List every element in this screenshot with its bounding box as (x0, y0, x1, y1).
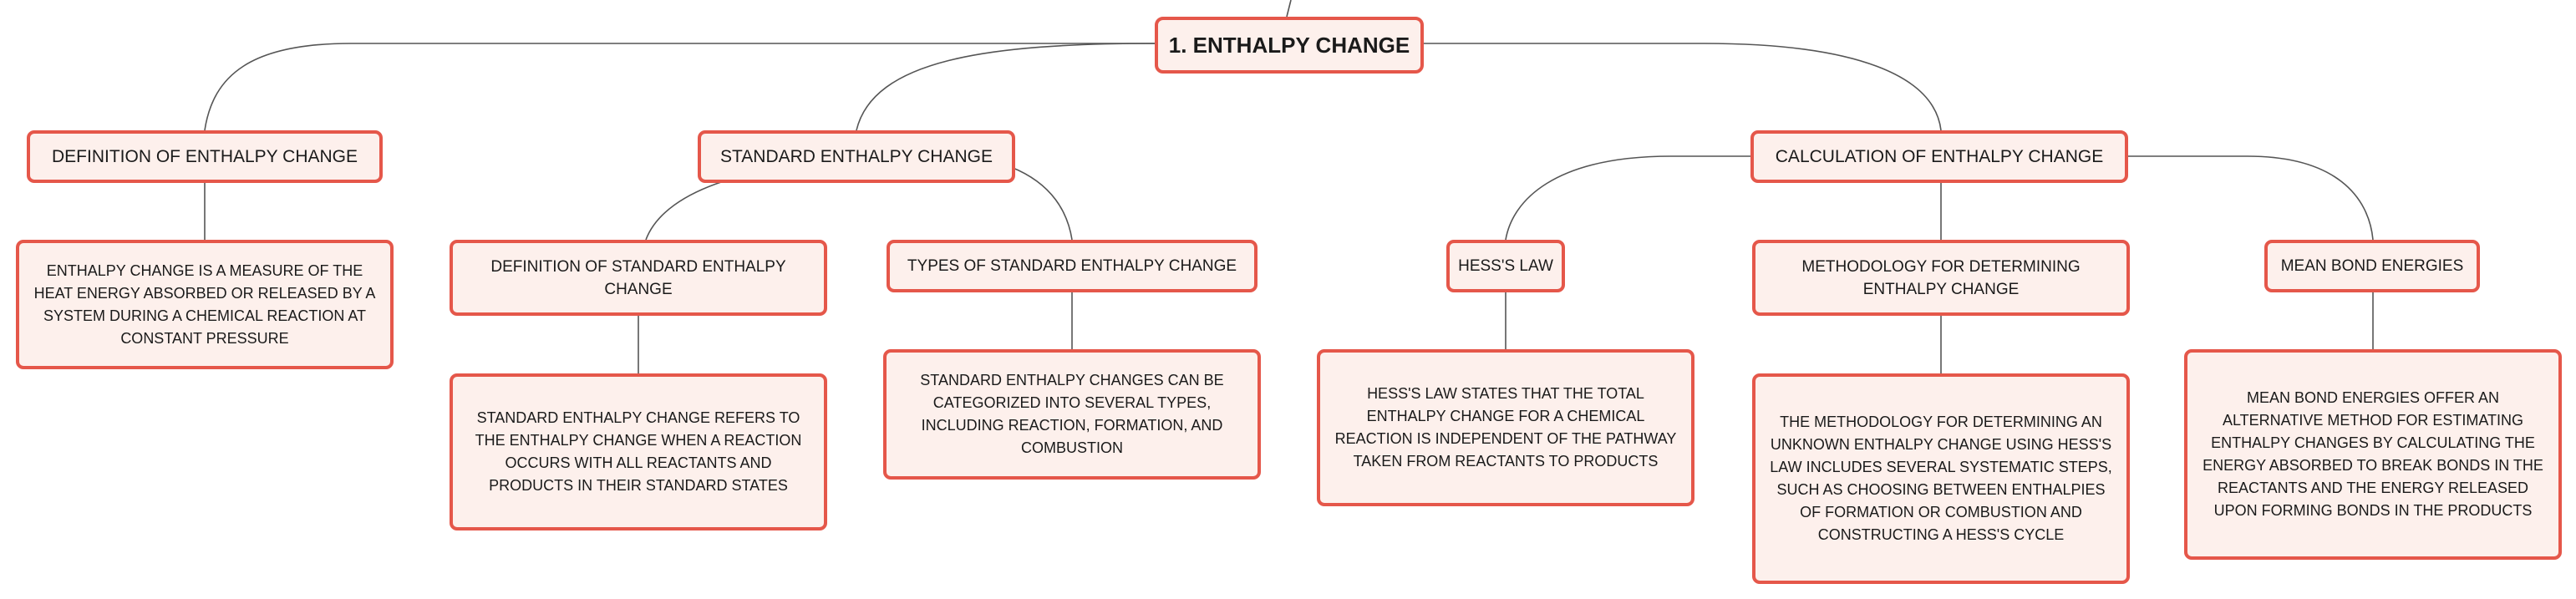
subtopic-label: MEAN BOND ENERGIES (2280, 256, 2464, 275)
root-topic[interactable]: 1. ENTHALPY CHANGE (1155, 17, 1424, 74)
note-methodology[interactable]: THE METHODOLOGY FOR DETERMINING AN UNKNO… (1752, 373, 2130, 584)
link-calc-hess (1505, 155, 1750, 241)
link-calc-bond (2128, 155, 2374, 241)
subtopic-definition-of-standard-enthalpy-change[interactable]: DEFINITION OF STANDARD ENTHALPY CHANGE (450, 240, 827, 316)
link-root-calc (1424, 43, 1942, 131)
subtopic-hess-law[interactable]: HESS'S LAW (1446, 240, 1565, 292)
topic-label: CALCULATION OF ENTHALPY CHANGE (1775, 146, 2104, 166)
subtopic-types-of-standard-enthalpy-change[interactable]: TYPES OF STANDARD ENTHALPY CHANGE (887, 240, 1258, 292)
topic-label: DEFINITION OF ENTHALPY CHANGE (52, 146, 358, 166)
subtopic-label: TYPES OF STANDARD ENTHALPY CHANGE (907, 256, 1237, 275)
note-hess-law[interactable]: HESS'S LAW STATES THAT THE TOTAL ENTHALP… (1317, 349, 1694, 506)
note-text: MEAN BOND ENERGIES OFFER AN ALTERNATIVE … (2203, 389, 2543, 519)
note-types-of-standard-enthalpy-change[interactable]: STANDARD ENTHALPY CHANGES CAN BE CATEGOR… (883, 349, 1261, 480)
subtopic-label: DEFINITION OF STANDARD ENTHALPY CHANGE (490, 257, 786, 298)
note-text: STANDARD ENTHALPY CHANGE REFERS TO THE E… (475, 409, 802, 494)
subtopic-label: METHODOLOGY FOR DETERMINING ENTHALPY CHA… (1801, 257, 2081, 298)
note-text: THE METHODOLOGY FOR DETERMINING AN UNKNO… (1770, 414, 2112, 543)
note-standard-enthalpy-change-definition[interactable]: STANDARD ENTHALPY CHANGE REFERS TO THE E… (450, 373, 827, 530)
topic-label: STANDARD ENTHALPY CHANGE (720, 146, 993, 166)
link-root-parent (1286, 0, 1292, 18)
root-topic-label: 1. ENTHALPY CHANGE (1168, 32, 1410, 58)
link-root-def (204, 43, 1155, 131)
topic-standard-enthalpy-change[interactable]: STANDARD ENTHALPY CHANGE (698, 130, 1015, 183)
subtopic-mean-bond-energies[interactable]: MEAN BOND ENERGIES (2264, 240, 2480, 292)
note-text: ENTHALPY CHANGE IS A MEASURE OF THE HEAT… (33, 261, 376, 347)
note-text: HESS'S LAW STATES THAT THE TOTAL ENTHALP… (1334, 385, 1677, 470)
note-text: STANDARD ENTHALPY CHANGES CAN BE CATEGOR… (920, 372, 1224, 456)
note-definition-of-enthalpy-change[interactable]: ENTHALPY CHANGE IS A MEASURE OF THE HEAT… (16, 240, 394, 369)
topic-calculation-of-enthalpy-change[interactable]: CALCULATION OF ENTHALPY CHANGE (1750, 130, 2128, 183)
link-std-deftitle (645, 180, 724, 241)
link-root-std (856, 43, 1156, 131)
note-mean-bond-energies[interactable]: MEAN BOND ENERGIES OFFER AN ALTERNATIVE … (2184, 349, 2562, 560)
subtopic-methodology-for-determining-enthalpy-change[interactable]: METHODOLOGY FOR DETERMINING ENTHALPY CHA… (1752, 240, 2130, 316)
topic-definition-of-enthalpy-change[interactable]: DEFINITION OF ENTHALPY CHANGE (27, 130, 383, 183)
subtopic-label: HESS'S LAW (1458, 256, 1553, 275)
link-std-types (1010, 166, 1073, 241)
